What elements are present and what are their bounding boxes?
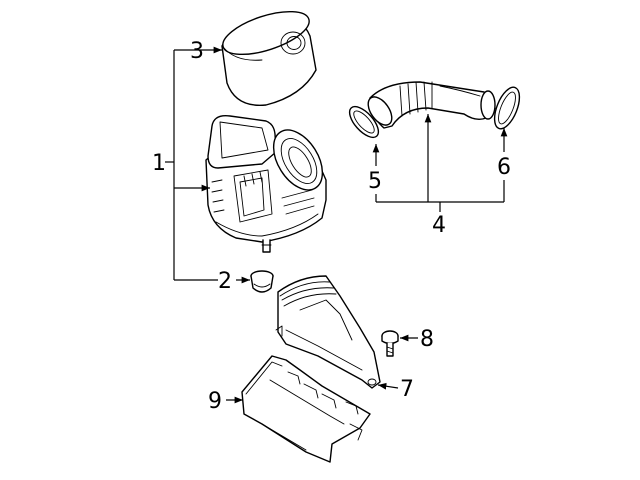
- air-intake-scoop: [275, 275, 381, 389]
- bolt: [381, 330, 399, 357]
- air-cleaner-housing: [205, 115, 327, 253]
- callout-4: 4: [432, 213, 446, 238]
- callout-numbers: 1 2 3 4 5 6 7 8 9: [152, 39, 511, 414]
- grommet: [250, 270, 274, 293]
- callout-1: 1: [152, 151, 166, 176]
- callout-5: 5: [368, 169, 382, 194]
- callout-2: 2: [218, 269, 232, 294]
- callout-7: 7: [400, 377, 414, 402]
- callout-9: 9: [208, 389, 222, 414]
- air-filter-element: [221, 10, 317, 107]
- callout-8: 8: [420, 327, 434, 352]
- hose-clamp-left: [348, 105, 380, 139]
- air-deflector: [241, 355, 371, 463]
- hose-clamp-right: [493, 86, 521, 130]
- leader-lines: [165, 46, 508, 404]
- callout-3: 3: [190, 39, 204, 64]
- intake-duct: [367, 81, 496, 129]
- callout-6: 6: [497, 155, 511, 180]
